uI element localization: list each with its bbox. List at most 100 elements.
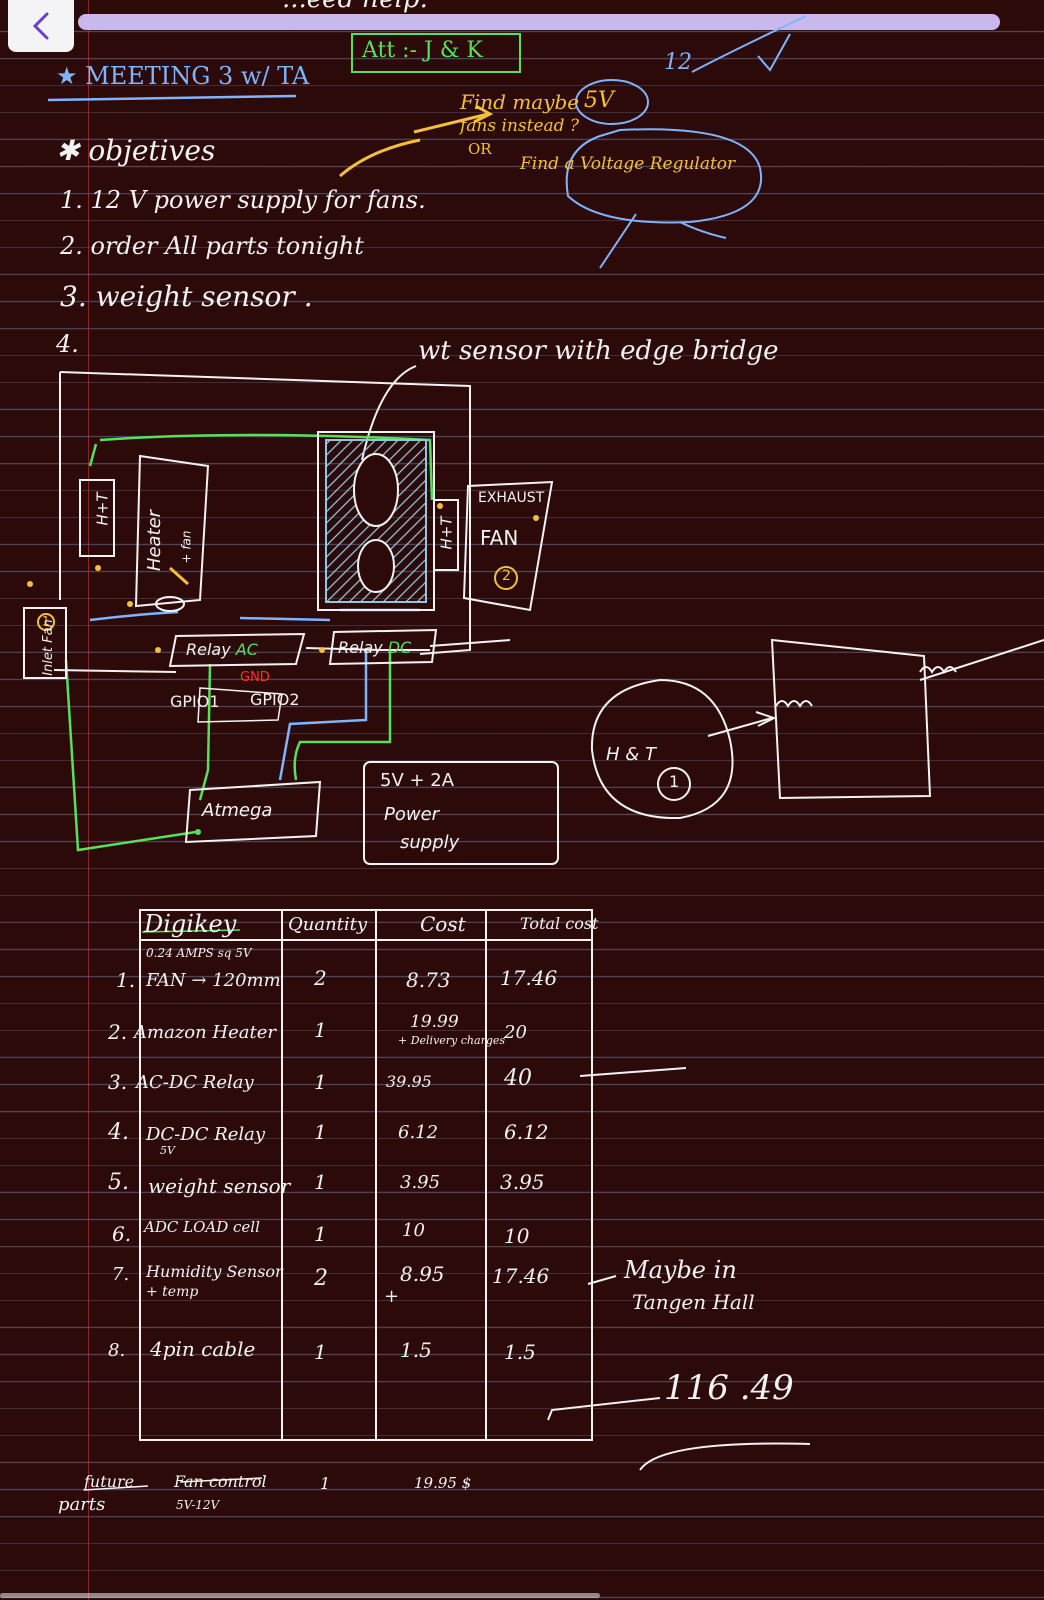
- inlet-fan-number: 1: [42, 614, 50, 628]
- row-number: 2.: [108, 1020, 127, 1044]
- wt-sensor-note: wt sensor with edge bridge: [418, 336, 779, 366]
- row-number: 4.: [108, 1120, 129, 1145]
- future-item: Fan control: [174, 1472, 267, 1491]
- exhaust-fan-label: FAN: [480, 526, 518, 550]
- row-total: 1.5: [504, 1340, 536, 1364]
- row-qty: 1: [314, 1120, 327, 1144]
- exhaust-fan-number: 2: [502, 568, 511, 584]
- row-number: 6.: [112, 1222, 131, 1246]
- row-number: 7.: [112, 1264, 129, 1285]
- twelve-note: 12: [664, 50, 692, 75]
- future-cost: 19.95 $: [414, 1474, 471, 1492]
- row-cost: 19.99: [410, 1012, 459, 1032]
- chevron-left-icon: [31, 11, 51, 41]
- table-header-cost: Cost: [420, 912, 466, 936]
- attendance-text: Att :- J & K: [362, 38, 483, 63]
- gpio2-label: GPIO2: [250, 690, 300, 709]
- row-item: Humidity Sensor: [146, 1262, 283, 1281]
- row-qty: 1: [314, 1170, 327, 1194]
- ht-circle-label: H & T: [606, 744, 656, 765]
- heater-fan-label: + fan: [180, 530, 194, 563]
- objective-item: 3. weight sensor .: [60, 280, 313, 313]
- psu-line3: supply: [400, 832, 459, 853]
- table-header-total: Total cost: [520, 914, 598, 933]
- row-item: FAN → 120mm: [146, 970, 281, 991]
- row-qty: 1: [314, 1222, 327, 1246]
- scroll-highlight-bar[interactable]: [78, 14, 1000, 30]
- row-total: 10: [504, 1224, 529, 1248]
- gnd-label: GND: [240, 670, 270, 685]
- row-item: DC-DC Relay: [146, 1124, 265, 1145]
- five-v-note: 5V: [584, 88, 614, 113]
- row-qty: 1: [314, 1018, 327, 1042]
- gpio1-label: GPIO1: [170, 692, 220, 711]
- row-total: 6.12: [504, 1120, 549, 1144]
- row-total: 17.46: [492, 1264, 549, 1288]
- relay-ac-text: Relay: [186, 640, 231, 659]
- relay-dc-label: Relay DC: [338, 638, 411, 657]
- future-sub: 5V-12V: [176, 1498, 219, 1512]
- row-number: 3.: [108, 1070, 127, 1094]
- row-cost: 8.95: [400, 1262, 445, 1286]
- horizontal-scrollbar[interactable]: [0, 1593, 600, 1598]
- row-cost: 6.12: [398, 1122, 438, 1143]
- table-header-digikey: Digikey: [144, 910, 236, 938]
- row-item: 4pin cable: [150, 1336, 270, 1362]
- row-cost: 39.95: [386, 1072, 432, 1091]
- dc-text: DC: [388, 638, 412, 657]
- row-qty: 1: [314, 1340, 327, 1364]
- side-note-2: Tangen Hall: [632, 1290, 755, 1314]
- hash-star-icon: ✱: [56, 134, 79, 167]
- relay-dc-text: Relay: [338, 638, 383, 657]
- row-item: ADC LOAD cell: [144, 1218, 260, 1236]
- objective-item: 1. 12 V power supply for fans.: [60, 186, 426, 214]
- row-cost-note: +: [384, 1286, 399, 1307]
- objectives-heading-text: objetives: [88, 134, 215, 167]
- page-title: ★ MEETING 3 w/ TA: [56, 62, 309, 90]
- row-note: 5V: [160, 1144, 175, 1157]
- exhaust-label: EXHAUST: [478, 490, 544, 506]
- row-total: 20: [504, 1022, 527, 1043]
- row-number: 8.: [108, 1340, 125, 1361]
- psu-line1: 5V + 2A: [380, 770, 454, 791]
- row-total: 17.46: [500, 966, 557, 990]
- heater-label: Heater: [144, 510, 165, 571]
- row-total: 40: [504, 1066, 532, 1091]
- future-qty: 1: [320, 1474, 330, 1493]
- row-cost: 10: [402, 1220, 425, 1241]
- row-qty: 2: [314, 1266, 328, 1291]
- relay-ac-label: Relay AC: [186, 640, 258, 659]
- top-fragment-text: ...eed help.: [282, 0, 428, 14]
- row-qty: 2: [314, 966, 327, 990]
- row-number: 5.: [108, 1170, 129, 1195]
- row-note: 0.24 AMPS sq 5V: [146, 946, 252, 960]
- future-label-1: future: [84, 1472, 134, 1491]
- row-cost: 1.5: [400, 1338, 432, 1362]
- fans-instead-note: fans instead ?: [460, 116, 579, 136]
- table-header-quantity: Quantity: [288, 914, 367, 935]
- regulator-note: Find a Voltage Regulator: [520, 154, 735, 174]
- row-cost-note: + Delivery charges: [398, 1034, 505, 1047]
- objectives-heading: ✱ objetives: [56, 134, 215, 167]
- ht-left-label: H+T: [94, 492, 112, 525]
- atmega-label: Atmega: [202, 800, 272, 821]
- ac-text: AC: [236, 640, 258, 659]
- objective-item: 4.: [56, 330, 79, 358]
- back-button[interactable]: [8, 0, 74, 52]
- row-cost: 8.73: [406, 968, 451, 992]
- circle-one-label: 1: [669, 772, 679, 791]
- star-icon: ★: [56, 62, 78, 90]
- or-note: OR: [468, 140, 492, 158]
- page-title-text: MEETING 3 w/ TA: [85, 62, 309, 90]
- future-label-2: parts: [58, 1494, 105, 1515]
- row-note: + temp: [146, 1284, 198, 1300]
- row-qty: 1: [314, 1070, 327, 1094]
- row-item: Amazon Heater: [134, 1022, 276, 1043]
- psu-line2: Power: [384, 804, 439, 825]
- find-maybe-note: Find maybe: [460, 90, 579, 114]
- grand-total: 116 .49: [664, 1368, 794, 1408]
- objective-item: 2. order All parts tonight: [60, 232, 364, 260]
- row-cost: 3.95: [400, 1172, 440, 1193]
- side-note-1: Maybe in: [624, 1256, 737, 1284]
- row-item: weight sensor: [148, 1174, 290, 1198]
